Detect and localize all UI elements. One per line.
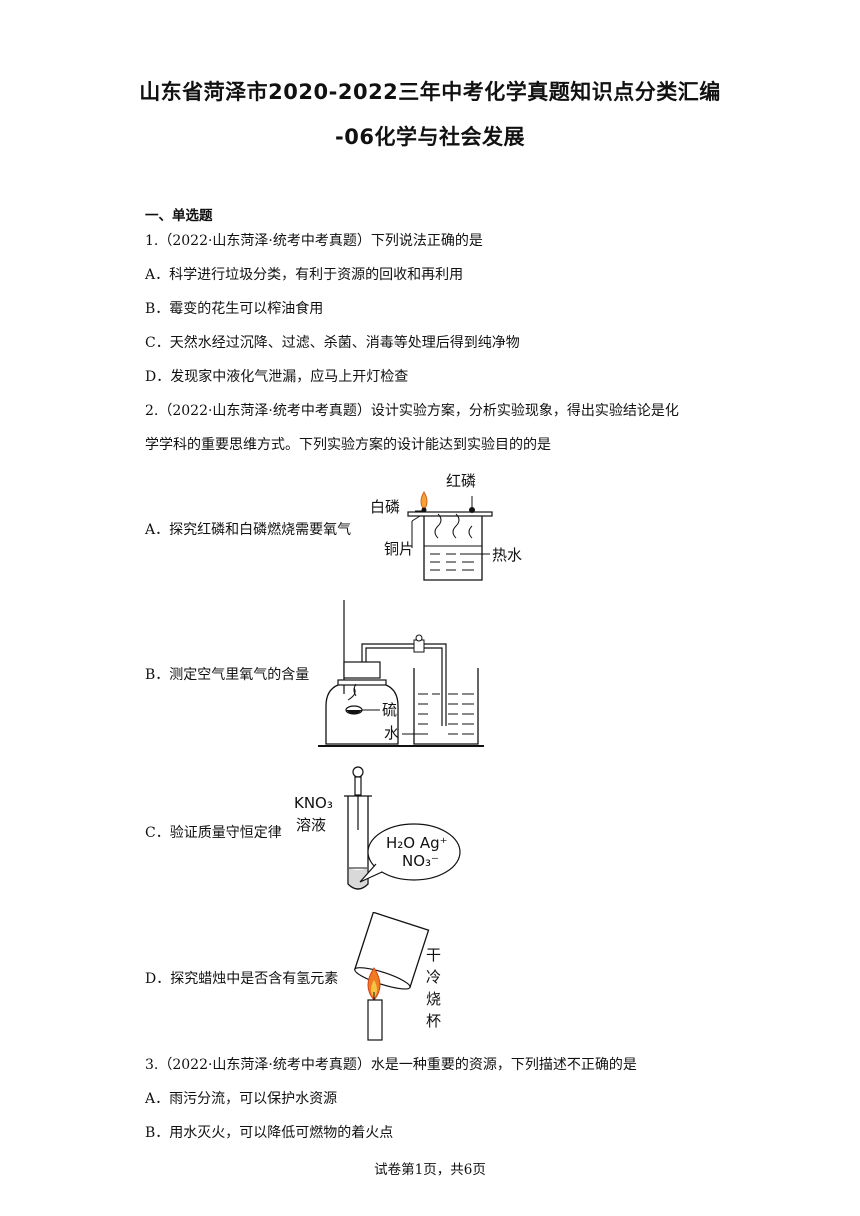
document-title-line1: 山东省菏泽市2020-2022三年中考化学真题知识点分类汇编: [139, 80, 721, 104]
question-2-option-a: A．探究红磷和白磷燃烧需要氧气: [145, 522, 352, 538]
page-footer: 试卷第1页，共6页: [374, 1162, 486, 1178]
figure-oxygen-content-apparatus: 硫 水: [318, 598, 488, 750]
section-heading: 一、单选题: [145, 208, 213, 224]
label-sulfur: 硫: [382, 701, 397, 719]
question-2-stem-line1: 2.（2022·山东菏泽·统考中考真题）设计实验方案，分析实验现象，得出实验结论…: [145, 403, 679, 419]
question-2-stem-line2: 学学科的重要思维方式。下列实验方案的设计能达到实验目的的是: [145, 437, 551, 453]
label-water: 水: [384, 724, 399, 742]
label-bubble-ions-line1: H₂O Ag⁺: [386, 834, 448, 852]
question-1-stem: 1.（2022·山东菏泽·统考中考真题）下列说法正确的是: [145, 233, 483, 249]
question-1-option-c: C．天然水经过沉降、过滤、杀菌、消毒等处理后得到纯净物: [145, 335, 520, 351]
label-bubble-ions-line2: NO₃⁻: [402, 852, 439, 870]
label-copper-plate: 铜片: [384, 540, 414, 558]
question-3-option-a: A．雨污分流，可以保护水资源: [145, 1091, 338, 1107]
label-red-phosphorus: 红磷: [446, 472, 476, 490]
label-hot-water: 热水: [492, 546, 522, 564]
label-cup-char-3: 烧: [426, 990, 441, 1008]
figure-phosphorus-combustion: 红磷 白磷 铜片 热水: [360, 466, 560, 584]
label-cup-char-4: 杯: [426, 1012, 441, 1030]
question-3-stem: 3.（2022·山东菏泽·统考中考真题）水是一种重要的资源，下列描述不正确的是: [145, 1057, 637, 1073]
document-title-line2: -06化学与社会发展: [335, 125, 525, 149]
question-1-option-b: B．霉变的花生可以榨油食用: [145, 301, 324, 317]
label-kno3: KNO₃: [294, 794, 333, 812]
label-solution: 溶液: [296, 816, 326, 834]
label-cup-char-2: 冷: [426, 968, 441, 986]
question-2-option-b: B．测定空气里氧气的含量: [145, 667, 310, 683]
label-white-phosphorus: 白磷: [370, 498, 400, 516]
figure-kno3-test-tube: KNO₃ 溶液 H₂O Ag⁺ NO₃⁻: [292, 760, 472, 896]
figure-candle-cold-beaker: 干 冷 烧 杯: [352, 912, 452, 1042]
question-1-option-a: A．科学进行垃圾分类，有利于资源的回收和再利用: [145, 267, 464, 283]
question-2-option-c: C．验证质量守恒定律: [145, 825, 282, 841]
question-1-option-d: D．发现家中液化气泄漏，应马上开灯检查: [145, 369, 409, 385]
question-2-option-d: D．探究蜡烛中是否含有氢元素: [145, 971, 339, 987]
question-3-option-b: B．用水灭火，可以降低可燃物的着火点: [145, 1125, 394, 1141]
label-cup-char-1: 干: [426, 946, 441, 964]
